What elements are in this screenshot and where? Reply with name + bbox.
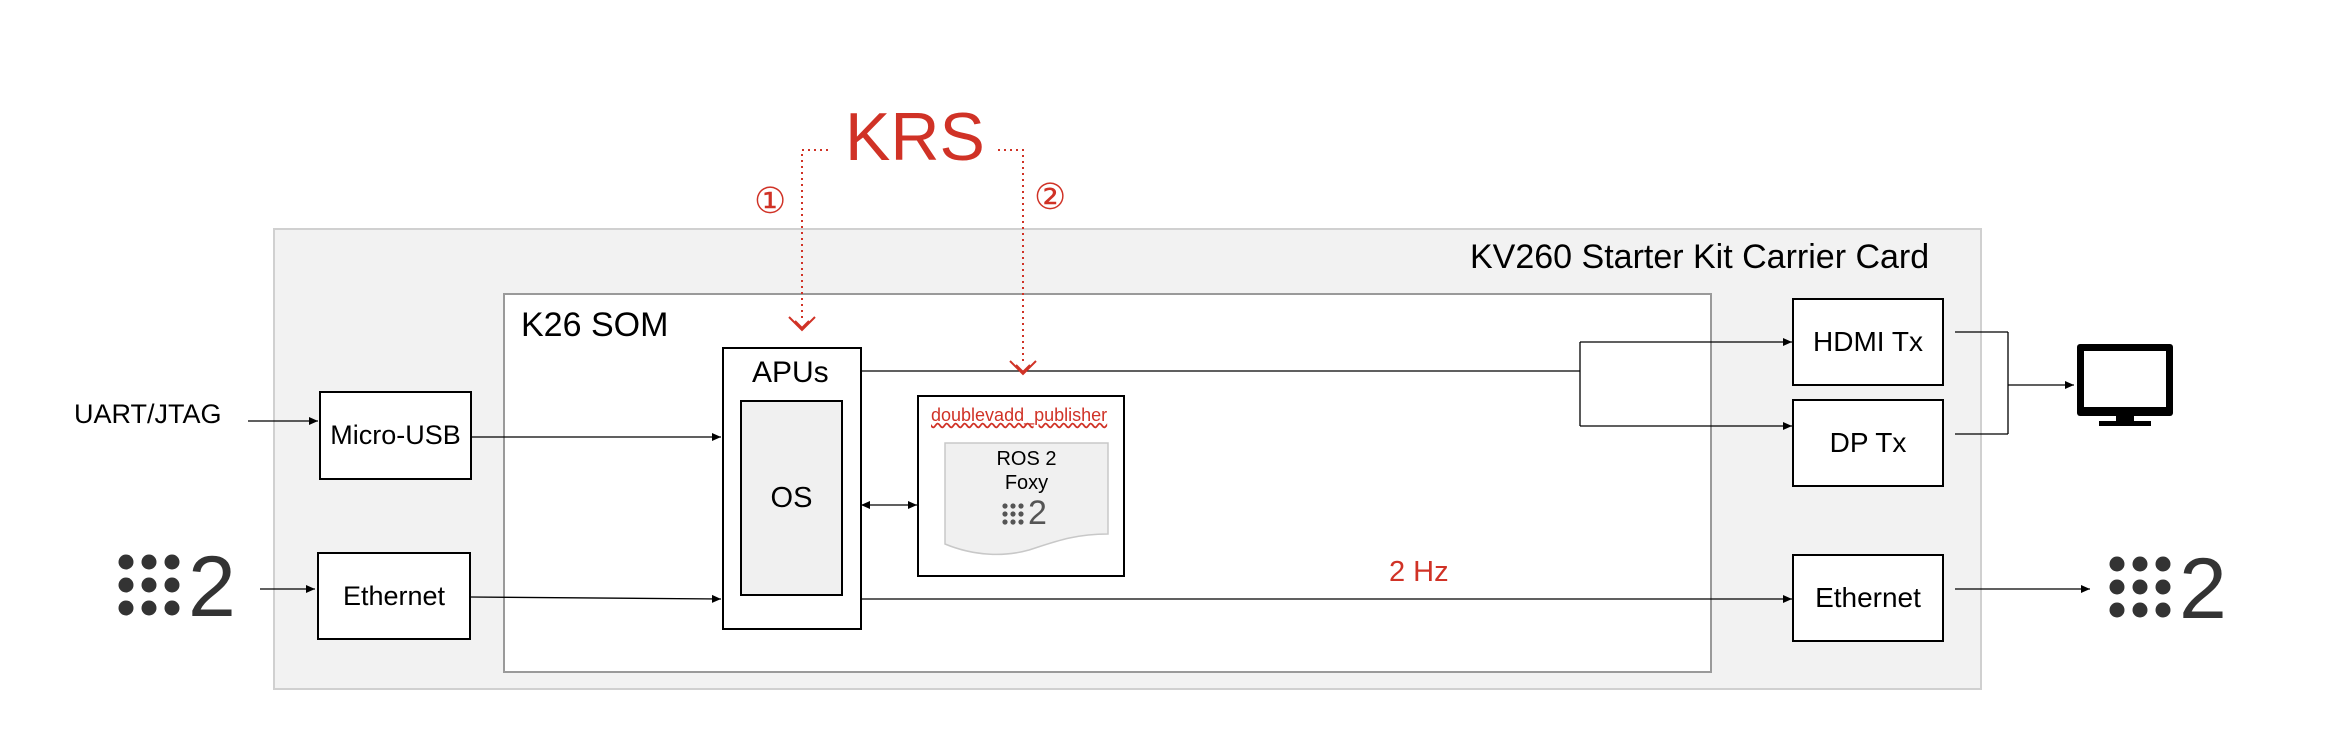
hdmi-tx-label: HDMI Tx xyxy=(1813,326,1923,357)
krs-arrowhead-2 xyxy=(1009,360,1037,376)
krs-title: KRS xyxy=(845,99,985,175)
dp-tx-port: DP Tx xyxy=(1792,399,1944,487)
ros2-dots xyxy=(2109,556,2171,618)
micro-usb-port: Micro-USB xyxy=(319,391,472,480)
micro-usb-label: Micro-USB xyxy=(330,420,461,450)
ethernet-out-port: Ethernet xyxy=(1792,554,1944,642)
os-label: OS xyxy=(770,481,813,514)
ros2-small-logo-icon: 2 xyxy=(1001,494,1061,536)
ros-document-card: ROS 2 Foxy 2 xyxy=(944,442,1109,557)
monitor-icon xyxy=(2077,344,2173,426)
ros2-small-dots xyxy=(1002,503,1024,525)
ethernet-in-to-apus-arrow xyxy=(469,594,722,603)
k26-som-label: K26 SOM xyxy=(521,306,669,344)
ros-version-line2: Foxy xyxy=(1004,472,1049,494)
uart-jtag-label: UART/JTAG xyxy=(74,399,222,429)
carrier-card-label: KV260 Starter Kit Carrier Card xyxy=(1470,238,1930,276)
marker-1: ① xyxy=(754,180,787,221)
krs-connector-2 xyxy=(998,149,1024,362)
ros2-small-digit: 2 xyxy=(1028,494,1047,532)
node-name: doublevadd_publisher xyxy=(931,405,1108,425)
ethernet-in-label: Ethernet xyxy=(342,580,446,611)
rate-label: 2 Hz xyxy=(1389,556,1449,588)
ros2-logo-icon: 2 xyxy=(2105,541,2235,637)
krs-arrowhead-2-inner xyxy=(1015,364,1031,374)
krs-connector-1 xyxy=(801,149,828,318)
ethernet-in-port: Ethernet xyxy=(317,552,471,640)
marker-2: ② xyxy=(1034,176,1067,217)
ros2-logo-icon: 2 xyxy=(114,539,244,635)
ethernet-out-label: Ethernet xyxy=(1815,582,1921,613)
hdmi-tx-port: HDMI Tx xyxy=(1792,298,1944,386)
krs-arrowhead-1-inner xyxy=(794,320,810,330)
dp-tx-label: DP Tx xyxy=(1829,427,1907,458)
document-shape xyxy=(944,442,1109,556)
ros2-dots xyxy=(118,554,180,616)
krs-arrowhead-1 xyxy=(788,316,816,332)
apus-label: APUs xyxy=(752,356,829,389)
ros2-digit: 2 xyxy=(188,539,236,635)
ros2-digit: 2 xyxy=(2179,541,2227,637)
os-block: OS xyxy=(740,400,843,596)
ros-version-line1: ROS 2 xyxy=(996,448,1057,470)
